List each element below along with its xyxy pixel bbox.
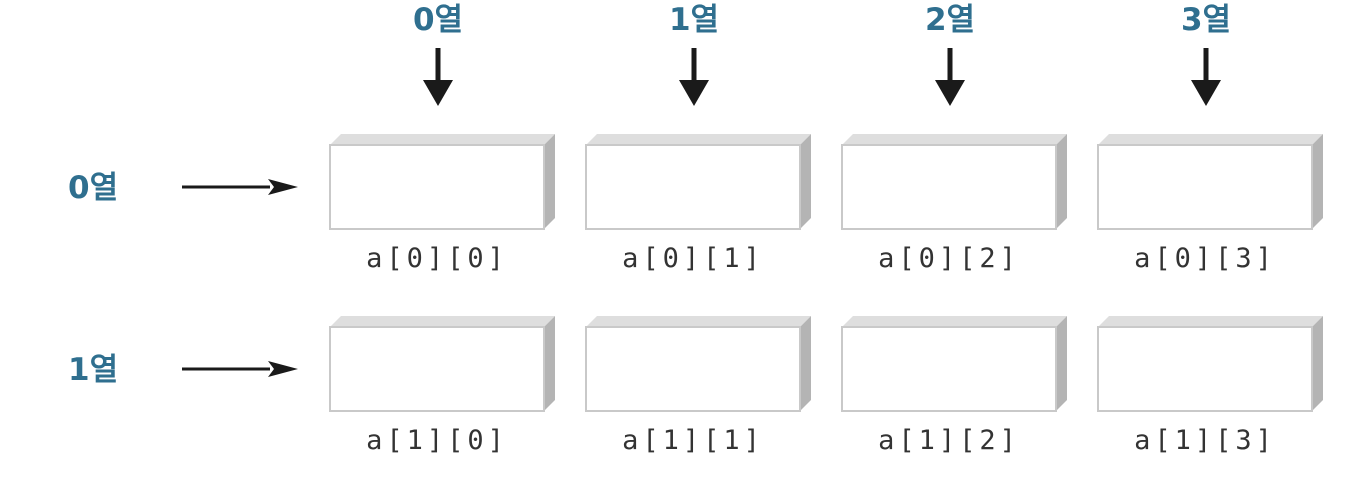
array-cell-0-2: a[0][2] — [841, 134, 1067, 274]
cell-top-face — [330, 134, 555, 145]
cell-front-face — [329, 326, 545, 412]
cell-top-face — [842, 316, 1067, 327]
cell-front-face — [329, 144, 545, 230]
cell-front-face — [841, 144, 1057, 230]
cell-side-face — [544, 134, 555, 229]
array-cell-0-0: a[0][0] — [329, 134, 555, 274]
array-cell-0-1: a[0][1] — [585, 134, 811, 274]
cell-side-face — [800, 316, 811, 411]
column-label-3: 3열 — [1181, 2, 1231, 38]
cell-top-face — [1098, 316, 1323, 327]
cell-top-face — [586, 316, 811, 327]
cell-front-face — [1097, 144, 1313, 230]
cell-label-0-2: a[0][2] — [878, 243, 1020, 274]
cell-side-face — [1056, 316, 1067, 411]
down-arrow-icon-2 — [935, 80, 965, 106]
down-arrow-icon-3 — [1191, 80, 1221, 106]
row-labels-group: 0열 1열 — [68, 170, 298, 388]
cell-label-1-3: a[1][3] — [1134, 425, 1276, 456]
column-labels-group: 0열 1열 2열 3열 — [413, 2, 1231, 106]
array-cell-1-1: a[1][1] — [585, 316, 811, 456]
column-label-1: 1열 — [669, 2, 719, 38]
row-label-1: 1열 — [68, 352, 118, 388]
cell-side-face — [544, 316, 555, 411]
cell-label-1-2: a[1][2] — [878, 425, 1020, 456]
cell-top-face — [842, 134, 1067, 145]
cell-label-1-0: a[1][0] — [366, 425, 508, 456]
cell-side-face — [1312, 316, 1323, 411]
down-arrow-icon-0 — [423, 80, 453, 106]
cell-side-face — [1312, 134, 1323, 229]
array-cell-1-3: a[1][3] — [1097, 316, 1323, 456]
array-cells-group: a[0][0] a[0][1] a[0][2] a[0][3] a[1][0] a[1][… — [329, 134, 1323, 456]
cell-front-face — [1097, 326, 1313, 412]
cell-label-0-1: a[0][1] — [622, 243, 764, 274]
array-cell-1-0: a[1][0] — [329, 316, 555, 456]
cell-label-0-0: a[0][0] — [366, 243, 508, 274]
cell-top-face — [586, 134, 811, 145]
cell-side-face — [1056, 134, 1067, 229]
cell-label-1-1: a[1][1] — [622, 425, 764, 456]
cell-front-face — [585, 326, 801, 412]
cell-top-face — [1098, 134, 1323, 145]
column-label-2: 2열 — [925, 2, 975, 38]
cell-label-0-3: a[0][3] — [1134, 243, 1276, 274]
cell-side-face — [800, 134, 811, 229]
array-cell-1-2: a[1][2] — [841, 316, 1067, 456]
cell-top-face — [330, 316, 555, 327]
column-label-0: 0열 — [413, 2, 463, 38]
cell-front-face — [841, 326, 1057, 412]
row-label-0: 0열 — [68, 170, 118, 206]
down-arrow-icon-1 — [679, 80, 709, 106]
cell-front-face — [585, 144, 801, 230]
right-arrow-icon-0 — [268, 179, 298, 195]
right-arrow-icon-1 — [268, 361, 298, 377]
array-cell-0-3: a[0][3] — [1097, 134, 1323, 274]
